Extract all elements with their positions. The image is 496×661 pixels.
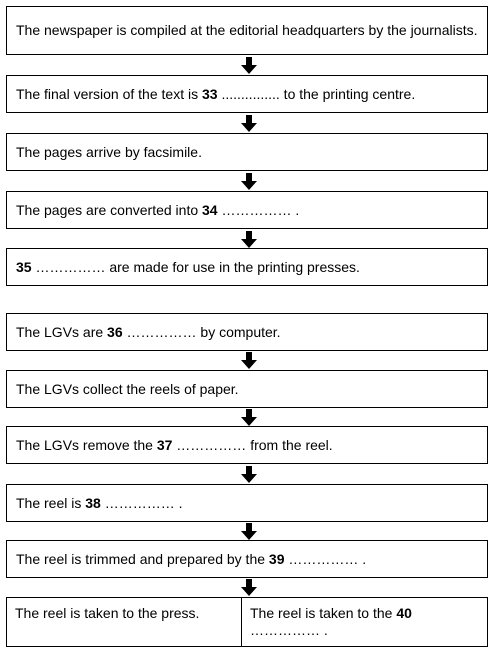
question-number: 39 [268, 550, 285, 567]
step-text: The LGVs are 36 …………… by computer. [16, 323, 281, 340]
flow-step-5: 35 …………… are made for use in the printin… [6, 248, 488, 286]
step-text: The LGVs remove the 37 …………… from the re… [16, 436, 333, 453]
step-text: The newspaper is compiled at the editori… [16, 22, 478, 38]
step-text: The LGVs collect the reels of paper. [16, 380, 239, 397]
flow-final-split: The reel is taken to the press. The reel… [6, 597, 488, 647]
flow-step-9: The reel is 38 …………… . [6, 484, 488, 522]
arrow-down-icon [241, 409, 257, 426]
question-number: 37 [156, 436, 173, 453]
step-text: The final version of the text is 33 ....… [16, 85, 416, 102]
question-number: 36 [107, 323, 123, 340]
arrow-down-icon [241, 57, 257, 74]
flow-step-10: The reel is trimmed and prepared by the … [6, 540, 488, 578]
flow-step-8: The LGVs remove the 37 …………… from the re… [6, 426, 488, 464]
step-text: 35 …………… are made for use in the printin… [16, 258, 360, 275]
question-number: 33 [201, 85, 218, 102]
question-number: 35 [16, 258, 32, 275]
step-text: The reel is taken to the 40 …………… . [250, 605, 412, 638]
flow-step-final-alt: The reel is taken to the 40 …………… . [241, 597, 488, 647]
arrow-down-icon [241, 579, 257, 596]
step-text: The pages arrive by facsimile. [16, 143, 202, 160]
question-number: 38 [85, 494, 101, 511]
step-text: The reel is 38 …………… . [16, 494, 183, 511]
flow-step-6: The LGVs are 36 …………… by computer. [6, 313, 488, 351]
flow-step-2: The final version of the text is 33 ....… [6, 75, 488, 113]
arrow-down-icon [241, 523, 257, 540]
flow-step-1: The newspaper is compiled at the editori… [6, 6, 488, 55]
flow-step-7: The LGVs collect the reels of paper. [6, 370, 488, 408]
question-number: 34 [202, 201, 218, 218]
question-number: 40 [396, 605, 412, 621]
arrow-down-icon [241, 115, 257, 132]
arrow-down-icon [241, 173, 257, 190]
step-text: The pages are converted into 34 …………… . [16, 201, 300, 218]
flow-step-3: The pages arrive by facsimile. [6, 133, 488, 171]
arrow-down-icon [241, 466, 257, 483]
arrow-down-icon [241, 231, 257, 248]
step-text: The reel is trimmed and prepared by the … [16, 550, 367, 567]
arrow-down-icon [241, 352, 257, 369]
flow-step-4: The pages are converted into 34 …………… . [6, 191, 488, 229]
flow-step-final-press: The reel is taken to the press. [6, 597, 242, 647]
step-text: The reel is taken to the press. [15, 605, 200, 621]
